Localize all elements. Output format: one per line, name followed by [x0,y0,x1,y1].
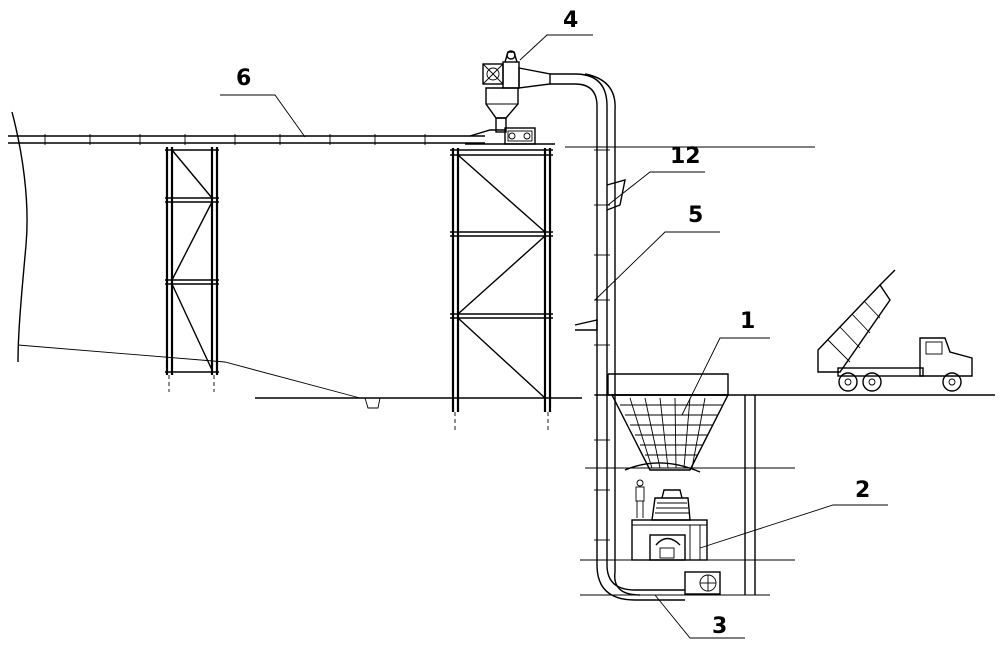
leader-line-6 [220,94,306,138]
callout-2: 2 [855,478,870,503]
operator-figure [635,479,645,518]
callout-5: 5 [688,203,703,228]
belt-conveyor [8,134,485,145]
callout-12: 12 [670,144,701,169]
support-tower-right [450,148,553,432]
dump-truck [817,269,973,392]
leader-line-2 [699,504,888,549]
callout-6: 6 [236,66,251,91]
ground-drain [364,397,381,409]
stockpile-outline [11,111,28,363]
leader-line-1 [681,337,770,416]
callout-1: 1 [740,309,755,334]
leader-line-4 [519,34,593,61]
callout-4: 4 [563,8,578,33]
support-tower-left [165,147,219,392]
crusher-unit [631,489,708,561]
stockpile-bottom-line [17,344,361,399]
leader-line-3 [654,594,745,639]
leader-lines [220,34,888,639]
conveyor-drive-unit [465,127,555,145]
leader-line-12 [607,171,705,206]
blower-unit [684,571,721,595]
leader-line-5 [594,231,720,301]
cyclone-separator [482,50,551,133]
conveying-pipe [550,73,685,601]
callout-3: 3 [712,614,727,639]
receiving-hopper [607,373,730,473]
